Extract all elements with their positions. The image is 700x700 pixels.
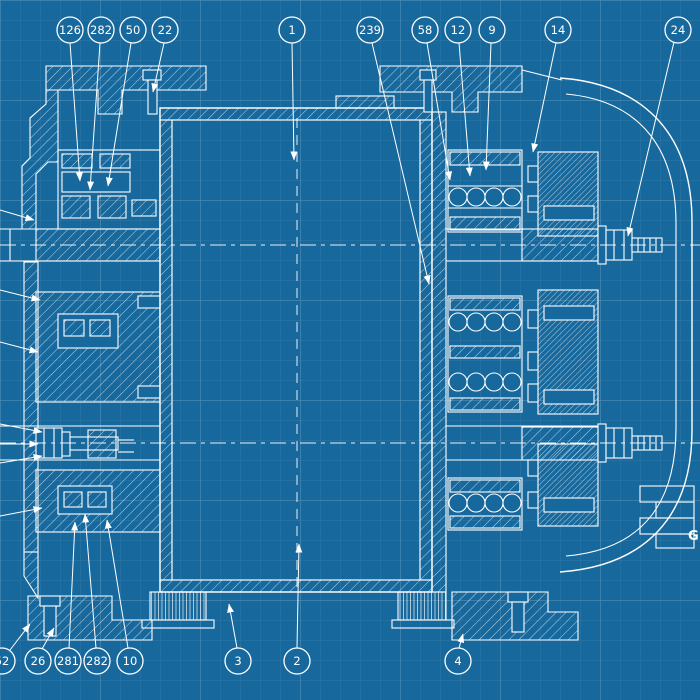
svg-text:24: 24 [671, 23, 686, 37]
callout-label: 126 [59, 23, 81, 37]
svg-text:9: 9 [488, 23, 495, 37]
svg-text:50: 50 [126, 23, 141, 37]
center-housing [159, 95, 433, 593]
callout-top-50: 50 [105, 16, 147, 187]
callout-top-9: 9 [478, 16, 506, 171]
svg-text:52: 52 [0, 654, 9, 668]
right-bottom-flange [451, 591, 579, 641]
svg-text:282: 282 [90, 23, 112, 37]
left-hub [35, 291, 161, 403]
callout-top-282: 282 [87, 16, 115, 191]
right-wall [431, 111, 447, 593]
callout-bottom-281: 281 [54, 521, 82, 675]
callout-bottom-3: 3 [224, 603, 252, 675]
svg-text:282: 282 [86, 654, 108, 668]
callout-top-24: 24 [626, 16, 692, 237]
svg-text:14: 14 [551, 23, 566, 37]
upper-shaft-left [0, 228, 161, 262]
svg-text:10: 10 [123, 654, 138, 668]
bearing-stack-upper [447, 149, 523, 233]
callout-circle [56, 16, 84, 44]
edge-leader [0, 341, 39, 354]
callout-bottom-26: 26 [24, 627, 55, 675]
right-edge-label: G [688, 529, 699, 544]
left-lower-hub [35, 469, 161, 533]
svg-text:239: 239 [359, 23, 381, 37]
callout-bottom-4: 4 [444, 633, 472, 675]
callout-bottom-52: 52 [0, 623, 31, 675]
callout-bottom-2: 2 [283, 543, 311, 675]
callout-top-12: 12 [444, 16, 473, 177]
right-top-flange [379, 65, 563, 113]
edge-leader [0, 506, 43, 517]
callout-top-58: 58 [411, 16, 453, 181]
callout-top-14: 14 [531, 16, 572, 153]
svg-text:22: 22 [158, 23, 173, 37]
svg-text:2: 2 [293, 654, 300, 668]
callout-bottom-10: 10 [104, 519, 144, 675]
callout-top-22: 22 [151, 16, 179, 93]
svg-text:4: 4 [454, 654, 461, 668]
svg-text:26: 26 [31, 654, 46, 668]
edge-leader [0, 453, 43, 464]
left-lower-wall [23, 261, 39, 600]
edge-leader [0, 423, 43, 434]
bearing-stack-mid [447, 295, 523, 413]
drawing [0, 65, 695, 641]
callouts: 126 282 50 22 1 239 [0, 16, 692, 675]
svg-text:58: 58 [418, 23, 433, 37]
bearing-stack-lower [447, 477, 523, 531]
callout-bottom-282: 282 [82, 513, 111, 675]
left-top-flange [45, 65, 207, 115]
svg-text:3: 3 [234, 654, 241, 668]
svg-text:12: 12 [451, 23, 466, 37]
edge-leaders [0, 209, 43, 517]
right-cover [559, 77, 695, 573]
edge-leader [0, 209, 35, 221]
svg-text:281: 281 [57, 654, 79, 668]
callout-top-1: 1 [278, 16, 306, 161]
callout-top-239: 239 [356, 16, 431, 285]
svg-text:1: 1 [288, 23, 295, 37]
edge-leader [0, 289, 41, 302]
callout-top-126: 126 [56, 16, 84, 182]
gear-column [527, 151, 599, 527]
centerlines [0, 118, 700, 588]
